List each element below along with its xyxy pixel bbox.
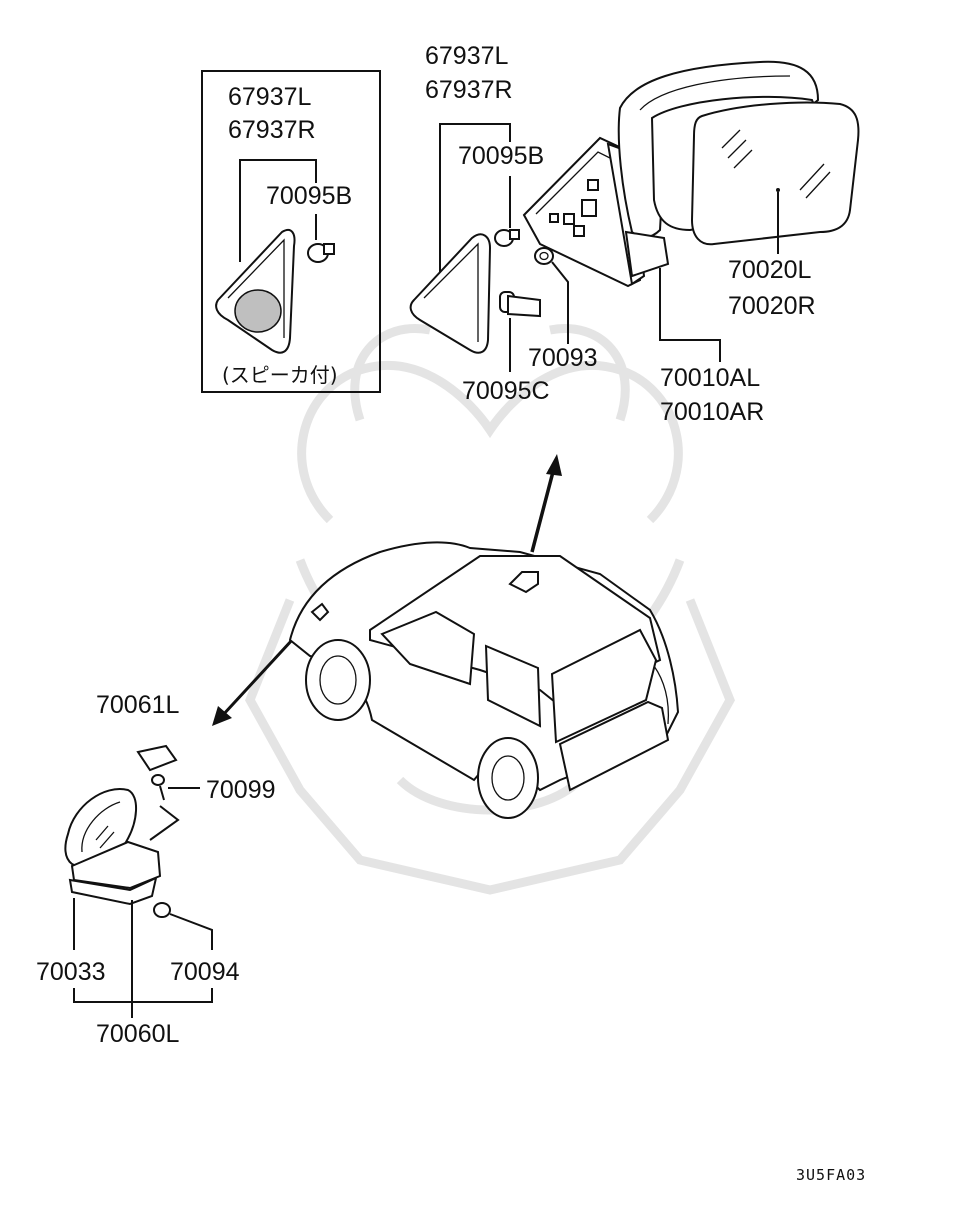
diagram-code: 3U5FA03 — [796, 1166, 866, 1184]
inset-note: (スピーカ付) — [222, 363, 338, 387]
clip-b-label: 70095B — [458, 142, 544, 170]
fender-screw-part — [151, 774, 165, 801]
fender-mirror-group: 70061L 70099 70033 70094 700 — [36, 691, 276, 1048]
fender-grommet-label: 70094 — [170, 958, 240, 986]
car-door-mirror — [508, 571, 539, 594]
clip-c-label: 70095C — [462, 377, 550, 405]
fender-assy-bracket — [73, 988, 213, 1003]
fender-body-label: 70033 — [36, 958, 106, 986]
clip-b-part — [494, 229, 520, 247]
mirror-ar-label: 70010AR — [660, 398, 764, 426]
car-fender-mirror — [310, 602, 330, 622]
glass-r-label: 70020R — [728, 292, 816, 320]
mirror-glass-part — [690, 101, 860, 246]
inset-part-b-label: 67937R — [228, 116, 316, 144]
fender-grommet-leader — [169, 913, 213, 950]
glass-l-label: 70020L — [728, 256, 812, 284]
inset-leader — [239, 159, 317, 262]
inset-cover-part — [215, 228, 296, 354]
fender-screw-label: 70099 — [206, 776, 276, 804]
door-cover-part — [409, 233, 492, 354]
inset-frame — [201, 70, 381, 393]
fender-grommet-part — [153, 902, 171, 918]
nut-part — [534, 247, 554, 265]
cover-leader — [439, 123, 511, 275]
door-mirror-group: 67937L 67937R 70095B 70093 70095C — [409, 42, 860, 426]
vehicle-illustration — [288, 541, 680, 819]
inset-clip-part — [307, 243, 335, 263]
nut-label: 70093 — [528, 344, 598, 372]
fender-cover-label: 70061L — [96, 691, 180, 719]
speaker-cover-inset: 67937L 67937R 70095B (スピーカ付) — [201, 70, 381, 393]
cover-b-label: 67937R — [425, 76, 513, 104]
rear-wheel — [477, 737, 539, 819]
mirror-leader — [659, 268, 721, 362]
fender-cover-part — [136, 744, 178, 772]
clip-c-part — [499, 291, 541, 318]
nut-leader — [551, 261, 569, 344]
inset-part-a-label: 67937L — [228, 83, 312, 111]
fender-assy-label: 70060L — [96, 1020, 180, 1048]
front-wheel — [305, 639, 371, 721]
fender-mirror-base-part — [68, 840, 162, 906]
mirror-al-label: 70010AL — [660, 364, 760, 392]
inset-screw-label: 70095B — [266, 182, 352, 210]
speaker-grille-icon — [234, 289, 282, 333]
cover-a-label: 67937L — [425, 42, 509, 70]
